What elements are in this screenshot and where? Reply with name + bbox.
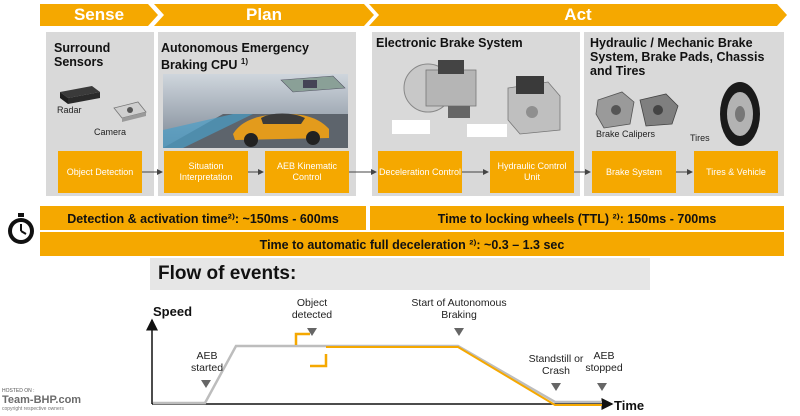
sensor-illustration — [60, 86, 147, 122]
timing-locking: Time to locking wheels (TTL) ²⁾: 150ms -… — [370, 206, 784, 230]
phase-plan-label: Plan — [246, 5, 282, 24]
tire-icon — [720, 82, 760, 146]
step-aeb-kinematic-control: AEB Kinematic Control — [265, 151, 349, 193]
radar-label: Radar — [57, 105, 82, 115]
timing-detection: Detection & activation time²⁾: ~150ms - … — [40, 206, 366, 230]
phase-act-label: Act — [564, 5, 592, 24]
flow-chart — [146, 318, 614, 410]
aeb-cpu-superscript: 1) — [240, 57, 249, 66]
radar-icon — [60, 86, 100, 104]
step-hydraulic-control-unit: Hydraulic Control Unit — [490, 151, 574, 193]
phase-plan: Plan — [154, 4, 374, 26]
brake-module-illustration — [403, 60, 561, 135]
step-deceleration-control: Deceleration Control — [378, 151, 462, 193]
hydraulic-unit-icon — [507, 76, 561, 135]
step-brake-system: Brake System — [592, 151, 676, 193]
watermark-copyright: copyright respective owners — [2, 406, 64, 412]
hydraulic-title: Hydraulic / Mechanic Brake System, Brake… — [590, 36, 765, 78]
step-object-detection: Object Detection — [58, 151, 142, 193]
timing-full-deceleration: Time to automatic full deceleration ²⁾: … — [40, 232, 784, 256]
marker-aeb-stopped — [597, 383, 607, 391]
aeb-cpu-title-text: Autonomous Emergency Braking CPU — [161, 41, 309, 73]
event-standstill: Standstill or Crash — [528, 353, 584, 377]
phase-sense: Sense — [40, 4, 158, 26]
braking-bracket-bottom — [310, 354, 328, 368]
braking-bracket-top — [294, 332, 310, 345]
calipers-label: Brake Calipers — [596, 129, 656, 139]
phase-sense-label: Sense — [73, 5, 125, 24]
step-situation-interpretation: Situation Interpretation — [164, 151, 248, 193]
flow-heading: Flow of events: — [150, 258, 650, 290]
marker-aeb-started — [201, 380, 211, 388]
phase-act: Act — [369, 4, 787, 26]
brake-caliper-icon — [595, 91, 679, 129]
sensors-title: Surround Sensors — [54, 41, 111, 69]
event-aeb-stopped: AEB stopped — [585, 350, 623, 374]
y-axis-label: Speed — [153, 304, 193, 319]
camera-label: Camera — [94, 127, 127, 137]
marker-object-detected — [307, 328, 317, 336]
watermark-brand: Team-BHP.com — [2, 394, 82, 406]
marker-standstill — [551, 383, 561, 391]
brake-hardware-illustration — [595, 82, 760, 146]
car-icon — [233, 113, 329, 147]
watermark: HOSTED ON : Team-BHP.com copyright respe… — [2, 388, 122, 414]
stopwatch-icon — [8, 213, 34, 244]
cpu-board-icon — [280, 75, 346, 93]
x-axis-label: Time — [614, 398, 645, 413]
label-mask-1 — [392, 120, 430, 134]
step-arrows — [142, 169, 693, 175]
marker-start-braking — [454, 328, 464, 336]
braking-curve — [326, 346, 602, 406]
event-aeb-started: AEB started — [190, 350, 224, 374]
camera-icon — [113, 101, 147, 122]
event-start-braking: Start of Autonomous Braking — [411, 297, 507, 321]
watermark-hosted: HOSTED ON : — [2, 388, 35, 394]
tires-label: Tires — [690, 133, 710, 143]
label-mask-2 — [467, 124, 507, 137]
step-tires-vehicle: Tires & Vehicle — [694, 151, 778, 193]
aeb-scene-illustration — [163, 74, 348, 148]
aeb-cpu-title: Autonomous Emergency Braking CPU 1) — [161, 41, 336, 72]
event-object-detected: Object detected — [291, 297, 333, 321]
brake-booster-icon — [403, 60, 477, 118]
ebs-title: Electronic Brake System — [376, 36, 523, 50]
